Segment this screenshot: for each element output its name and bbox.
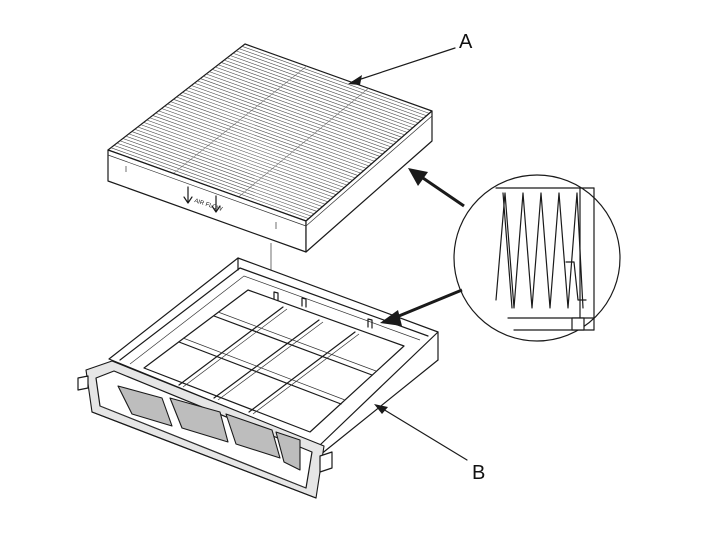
pleat-line	[194, 82, 386, 152]
pleat-line	[131, 131, 329, 203]
pleat-line	[176, 96, 370, 167]
pleat-line	[212, 69, 402, 138]
pleat-line	[143, 122, 339, 193]
pleat-line	[230, 55, 419, 124]
pleat-line	[185, 89, 378, 160]
filter-pleats	[110, 46, 430, 219]
pleat-line	[191, 85, 383, 155]
pleat-line	[116, 142, 315, 215]
pleat-line	[119, 140, 318, 212]
detail-arrow-to-filter	[419, 174, 465, 208]
callout-label-a: A	[459, 31, 473, 53]
pleat-line	[122, 138, 320, 210]
filter-right-face	[305, 110, 433, 253]
detail-arrow-to-housing	[393, 288, 463, 320]
pleat-line	[161, 108, 356, 179]
filter-housing	[77, 257, 439, 499]
pleat-line	[149, 117, 345, 188]
leader-line-a	[351, 47, 456, 83]
pleat-line	[140, 124, 337, 195]
pleat-line	[224, 59, 413, 128]
leader-line-b	[377, 405, 468, 461]
pleat-line	[146, 119, 342, 191]
housing-left-tab	[77, 375, 89, 391]
pleat-line	[241, 46, 430, 114]
pleat-line	[238, 48, 427, 117]
housing-grid	[143, 289, 405, 433]
pleat-line	[134, 129, 331, 200]
housing-right-tab	[319, 451, 333, 473]
pleat-line	[188, 87, 381, 157]
pleat-line	[158, 110, 353, 181]
pleat-line	[206, 73, 397, 143]
pleat-line	[182, 92, 375, 162]
pleat-line	[152, 115, 348, 186]
pleat-line	[128, 133, 326, 205]
pleat-divider	[173, 65, 307, 174]
pleat-line	[227, 57, 416, 126]
pleat-line	[164, 105, 359, 176]
pleat-line	[221, 62, 411, 131]
pleat-divider	[238, 87, 369, 198]
pleat-line	[200, 78, 392, 148]
detail-magnifier	[453, 174, 621, 342]
pleat-line	[167, 103, 361, 174]
pleat-line	[203, 76, 394, 145]
pleat-line	[235, 50, 424, 119]
pleat-line	[197, 80, 389, 150]
pleat-line	[209, 71, 400, 140]
pleat-line	[110, 147, 309, 219]
pleat-line	[170, 101, 364, 172]
pleat-line	[137, 126, 334, 198]
filter-element: AIR FLOW	[107, 43, 433, 253]
pleat-line	[125, 135, 323, 207]
pleat-line	[215, 66, 405, 136]
pleat-line	[179, 94, 372, 164]
detail-circle	[453, 174, 621, 342]
pleat-line	[155, 112, 350, 183]
callout-label-b: B	[472, 462, 486, 484]
callout-arrows	[348, 47, 468, 461]
pleat-line	[218, 64, 408, 133]
pleat-line	[232, 52, 422, 121]
pleat-line	[173, 99, 367, 169]
pleat-line	[113, 145, 312, 217]
